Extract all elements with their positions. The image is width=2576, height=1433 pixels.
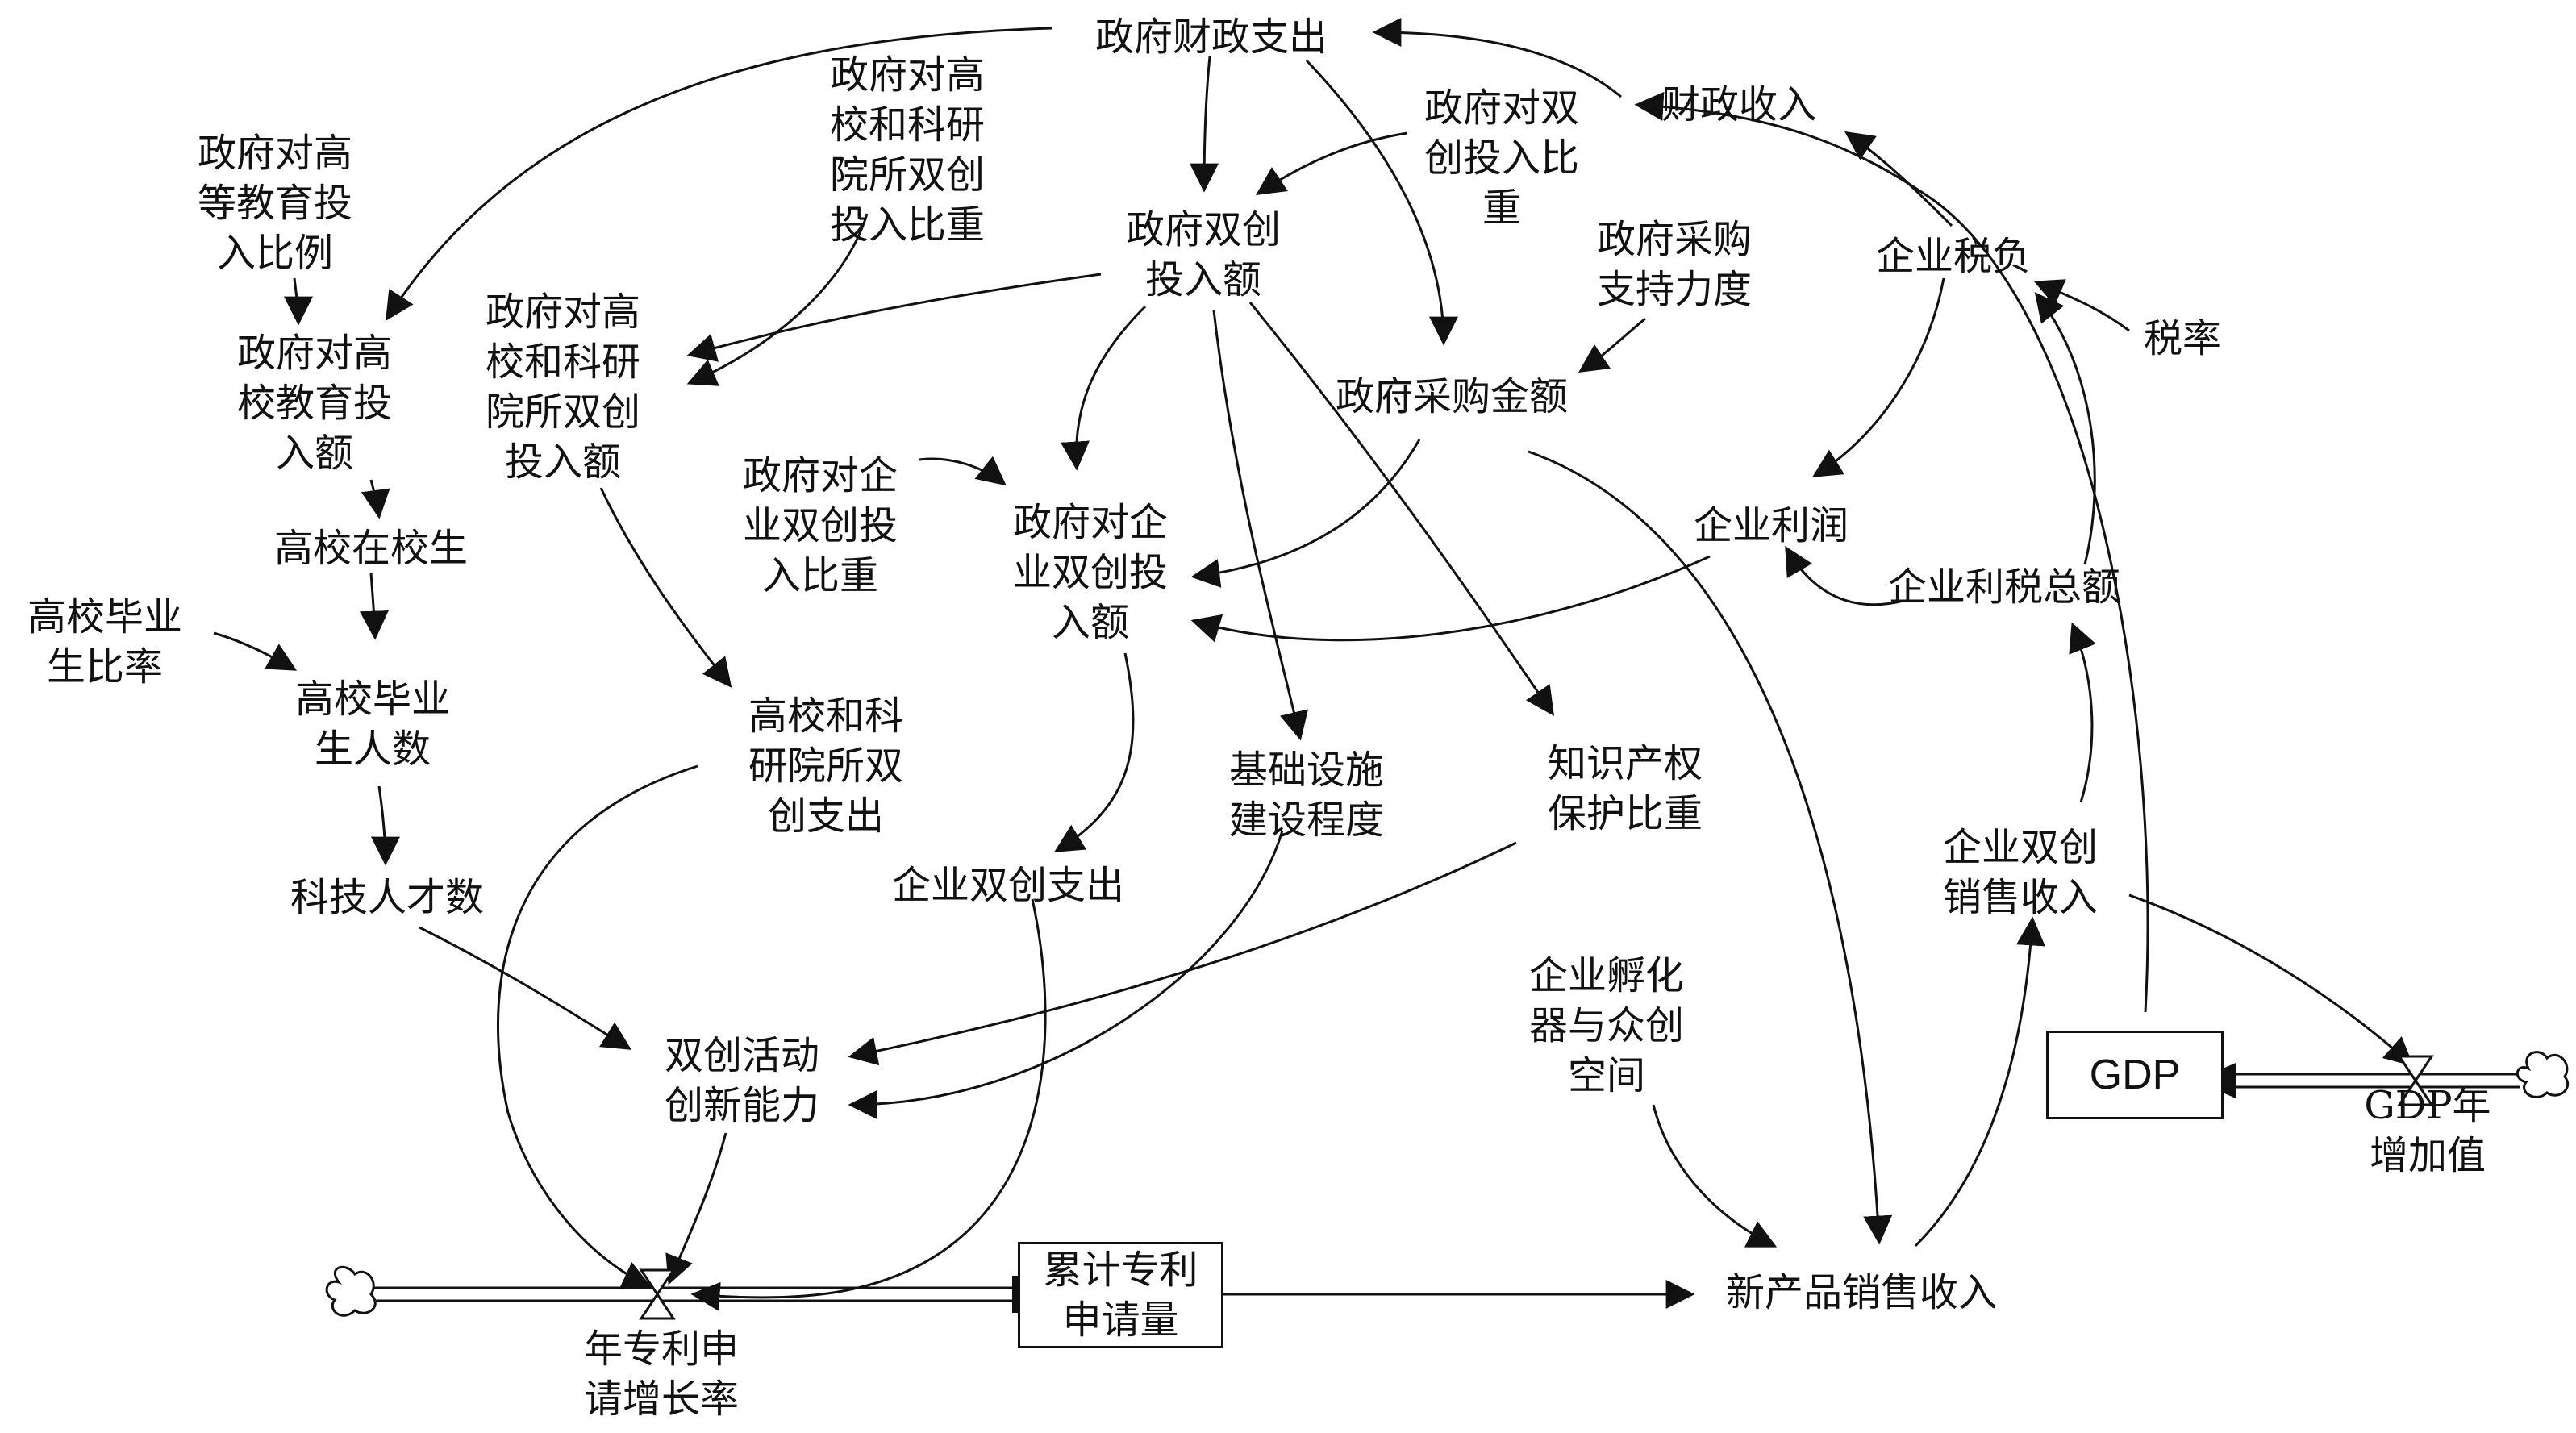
stock-gdp: GDP <box>2046 1031 2224 1119</box>
link-expense-to-procure-amount <box>1305 59 1458 346</box>
link-fiscal-revenue-to-expense <box>1372 18 1622 98</box>
link-procure-to-enterprise-invest <box>1190 439 1421 588</box>
link-ip-to-capacity <box>848 841 1517 1066</box>
link-enterprise-invest-to-expense <box>1053 652 1135 852</box>
gdp-increase-valve-icon <box>2397 1055 2434 1106</box>
link-infrastructure-to-capacity <box>848 830 1284 1119</box>
node-enterprise-dual-sales: 企业双创 销售收入 <box>1942 825 2099 920</box>
link-univ-invest-to-expense <box>599 487 732 688</box>
node-gov-procure-amount: 政府采购金额 <box>1335 374 1569 419</box>
node-gov-enterprise-ratio: 政府对企 业双创投 入比重 <box>742 453 898 598</box>
node-infrastructure: 基础设施 建设程度 <box>1228 748 1385 843</box>
link-procure-support-to-amount <box>1578 317 1646 373</box>
link-enterprise-ratio-to-invest <box>919 456 1007 486</box>
node-patent-growth-rate: 年专利申 请增长率 <box>583 1327 740 1422</box>
node-incubator: 企业孵化 器与众创 空间 <box>1528 953 1685 1098</box>
link-dual-invest-to-ip <box>1248 302 1555 716</box>
link-edu-invest-to-students <box>361 479 390 519</box>
link-expense-to-dual-invest <box>1190 56 1219 193</box>
node-gov-univ-research-ratio: 政府对高 校和科研 院所双创 投入比重 <box>829 52 986 248</box>
patent-rate-valve-icon <box>639 1268 676 1320</box>
gdp-source-cloud-icon <box>2516 1051 2570 1098</box>
node-gov-dual-ratio: 政府对双 创投入比 重 <box>1423 85 1580 231</box>
link-dual-invest-to-enterprise-invest <box>1061 305 1147 471</box>
node-grad-ratio: 高校毕业 生比率 <box>27 594 183 689</box>
link-profit-to-enterprise-invest <box>1190 555 1711 643</box>
link-students-to-graduates <box>359 572 389 640</box>
node-innovation-capacity: 双创活动 创新能力 <box>664 1033 820 1128</box>
link-tax-to-fiscal-revenue <box>1844 131 1953 227</box>
patent-source-cloud-icon <box>325 1265 377 1317</box>
link-edu-ratio-to-edu-invest <box>283 277 313 326</box>
link-dual-sales-to-gdp-increase <box>2128 894 2414 1067</box>
link-univ-expense-to-patent-rate <box>496 764 698 1289</box>
node-gdp-increase: GDP年增加值 <box>2364 1083 2491 1178</box>
node-gov-dual-invest: 政府双创 投入额 <box>1125 207 1282 302</box>
link-capacity-to-patent-rate <box>665 1132 727 1285</box>
node-univ-students: 高校在校生 <box>273 526 469 571</box>
stock-cumulative-patents: 累计专利 申请量 <box>1018 1242 1223 1348</box>
link-taxrate-to-tax <box>2033 279 2130 332</box>
node-tax-rate: 税率 <box>2143 316 2222 361</box>
node-gov-procure-support: 政府采购 支持力度 <box>1596 217 1753 312</box>
node-univ-graduates: 高校毕业 生人数 <box>294 677 451 772</box>
link-expense-to-edu-invest <box>386 27 1053 322</box>
link-dual-invest-to-univ-research-invest <box>686 273 1102 362</box>
node-univ-research-expense: 高校和科 研院所双 创支出 <box>748 694 904 839</box>
link-talents-to-capacity <box>419 926 632 1050</box>
link-dual-invest-to-infrastructure <box>1212 310 1309 741</box>
node-gov-fiscal-expense: 政府财政支出 <box>1094 15 1328 60</box>
link-grad-ratio-to-graduates <box>213 631 298 671</box>
link-profittax-to-profit <box>1785 545 1904 606</box>
link-tax-to-profit <box>1811 277 1945 477</box>
node-gov-higher-edu-ratio: 政府对高 等教育投 入比例 <box>197 131 353 276</box>
link-profittax-to-tax <box>2034 292 2096 565</box>
node-enterprise-dual-expense: 企业双创支出 <box>891 863 1125 908</box>
node-enterprise-profit: 企业利润 <box>1693 503 1849 548</box>
node-tech-talents: 科技人才数 <box>290 875 485 920</box>
node-enterprise-profit-tax: 企业利税总额 <box>1887 564 2121 610</box>
node-enterprise-tax: 企业税负 <box>1875 234 2032 279</box>
node-gov-enterprise-invest: 政府对企 业双创投 入额 <box>1012 500 1169 645</box>
link-graduates-to-talents <box>370 785 400 866</box>
link-gdp-to-fiscal-revenue <box>1634 91 2149 1013</box>
node-gov-univ-research-invest: 政府对高 校和科研 院所双创 投入额 <box>485 290 641 485</box>
link-new-product-to-dual-sales <box>1914 916 2045 1248</box>
link-ratio-to-univ-research-invest <box>686 213 869 386</box>
link-incubator-to-new-product-sales <box>1652 1104 1778 1248</box>
node-ip-protection: 知识产权 保护比重 <box>1547 741 1703 836</box>
link-dual-sales-to-profittax <box>2069 622 2096 803</box>
link-enterprise-expense-to-patent-rate <box>690 898 1047 1311</box>
node-new-product-sales: 新产品销售收入 <box>1725 1270 1998 1315</box>
node-gov-univ-edu-invest: 政府对高 校教育投 入额 <box>236 331 393 476</box>
link-dual-ratio-to-dual-invest <box>1256 131 1408 195</box>
link-procure-to-new-product-sales <box>1528 450 1893 1245</box>
node-fiscal-revenue: 财政收入 <box>1661 82 1817 127</box>
